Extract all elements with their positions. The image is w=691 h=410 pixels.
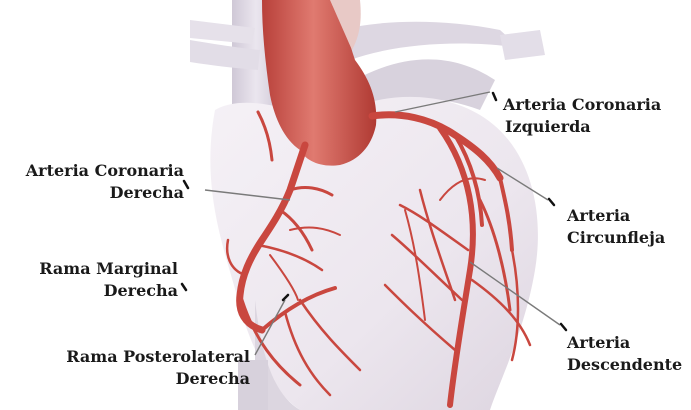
label-right-marginal-branch: Rama Marginal Derecha xyxy=(10,258,178,302)
label-circumflex-artery: Arteria Circunfleja xyxy=(567,205,665,249)
label-right-coronary-artery: Arteria Coronaria Derecha xyxy=(10,160,184,204)
label-left-coronary-artery: Arteria Coronaria Izquierda xyxy=(503,94,661,138)
label-right-posterolateral-branch: Rama Posterolateral Derecha xyxy=(10,346,250,390)
label-descending-artery: Arteria Descendente xyxy=(567,332,682,376)
